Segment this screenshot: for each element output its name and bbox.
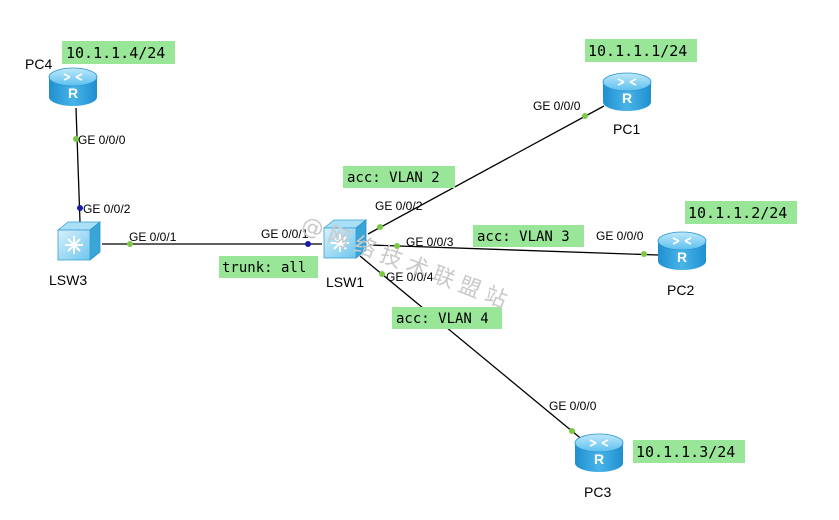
ip-label-pc1: 10.1.1.1/24	[588, 42, 687, 60]
device-name-pc4: PC4	[25, 56, 52, 72]
device-pc2[interactable]	[657, 231, 707, 271]
router-icon	[48, 67, 98, 107]
device-name-pc1: PC1	[613, 121, 640, 137]
ip-box-pc1: 10.1.1.1/24	[585, 39, 697, 62]
port-dots	[73, 113, 647, 434]
port-dot-lsw1-p1	[305, 241, 311, 247]
port-dot-lsw1-p4	[379, 271, 385, 277]
port-label-lsw3-p2: GE 0/0/2	[83, 202, 131, 216]
port-dot-lsw3-p1	[127, 241, 133, 247]
device-name-lsw1: LSW1	[326, 274, 364, 290]
device-name-pc3: PC3	[584, 484, 611, 500]
port-dot-lsw3-p2	[77, 205, 83, 211]
note-vlan3-text: acc: VLAN 3	[477, 229, 570, 245]
port-label-lsw1-p1: GE 0/0/1	[261, 227, 309, 241]
note-trunk: trunk: all	[219, 256, 318, 278]
router-icon	[602, 72, 652, 112]
ip-box-pc3: 10.1.1.3/24	[633, 440, 745, 463]
ip-box-pc2: 10.1.1.2/24	[685, 201, 797, 224]
note-vlan2-text: acc: VLAN 2	[347, 170, 440, 186]
links	[75, 105, 659, 447]
ip-label-pc2: 10.1.1.2/24	[688, 204, 787, 222]
device-pc4[interactable]	[48, 67, 98, 107]
note-vlan4: acc: VLAN 4	[392, 307, 502, 329]
device-pc1[interactable]	[602, 72, 652, 112]
link-lsw1-pc3	[359, 255, 591, 447]
port-label-pc3: GE 0/0/0	[549, 399, 597, 413]
port-dot-lsw1-p2	[377, 224, 383, 230]
note-vlan2: acc: VLAN 2	[343, 166, 455, 188]
port-label-pc1: GE 0/0/0	[533, 99, 581, 113]
router-icon	[657, 231, 707, 271]
port-label-lsw3-p1: GE 0/0/1	[129, 230, 177, 244]
port-dot-pc2	[641, 251, 647, 257]
device-pc3[interactable]	[574, 433, 624, 473]
port-label-pc4: GE 0/0/0	[78, 133, 126, 147]
note-trunk-text: trunk: all	[222, 260, 306, 276]
device-lsw3[interactable]	[57, 221, 101, 261]
device-name-pc2: PC2	[667, 282, 694, 298]
port-dot-pc3	[569, 428, 575, 434]
ip-label-pc4: 10.1.1.4/24	[66, 44, 165, 62]
device-name-lsw3: LSW3	[49, 272, 87, 288]
port-dot-pc4	[73, 136, 79, 142]
port-label-pc2: GE 0/0/0	[596, 229, 644, 243]
ip-label-pc3: 10.1.1.3/24	[636, 443, 735, 461]
note-vlan3: acc: VLAN 3	[473, 225, 584, 247]
port-label-lsw1-p3: GE 0/0/3	[406, 235, 454, 249]
port-label-lsw1-p4: GE 0/0/4	[386, 270, 434, 284]
port-dot-pc1	[582, 113, 588, 119]
link-lsw1-pc1	[367, 105, 605, 235]
port-dot-lsw1-p3	[394, 243, 400, 249]
link-pc4-lsw3	[75, 107, 81, 223]
router-icon	[574, 433, 624, 473]
ip-box-pc4: 10.1.1.4/24	[62, 41, 175, 64]
link-lsw1-pc2	[369, 244, 659, 256]
switch-icon	[57, 221, 101, 261]
note-vlan4-text: acc: VLAN 4	[396, 311, 489, 327]
port-label-lsw1-p2: GE 0/0/2	[375, 199, 423, 213]
